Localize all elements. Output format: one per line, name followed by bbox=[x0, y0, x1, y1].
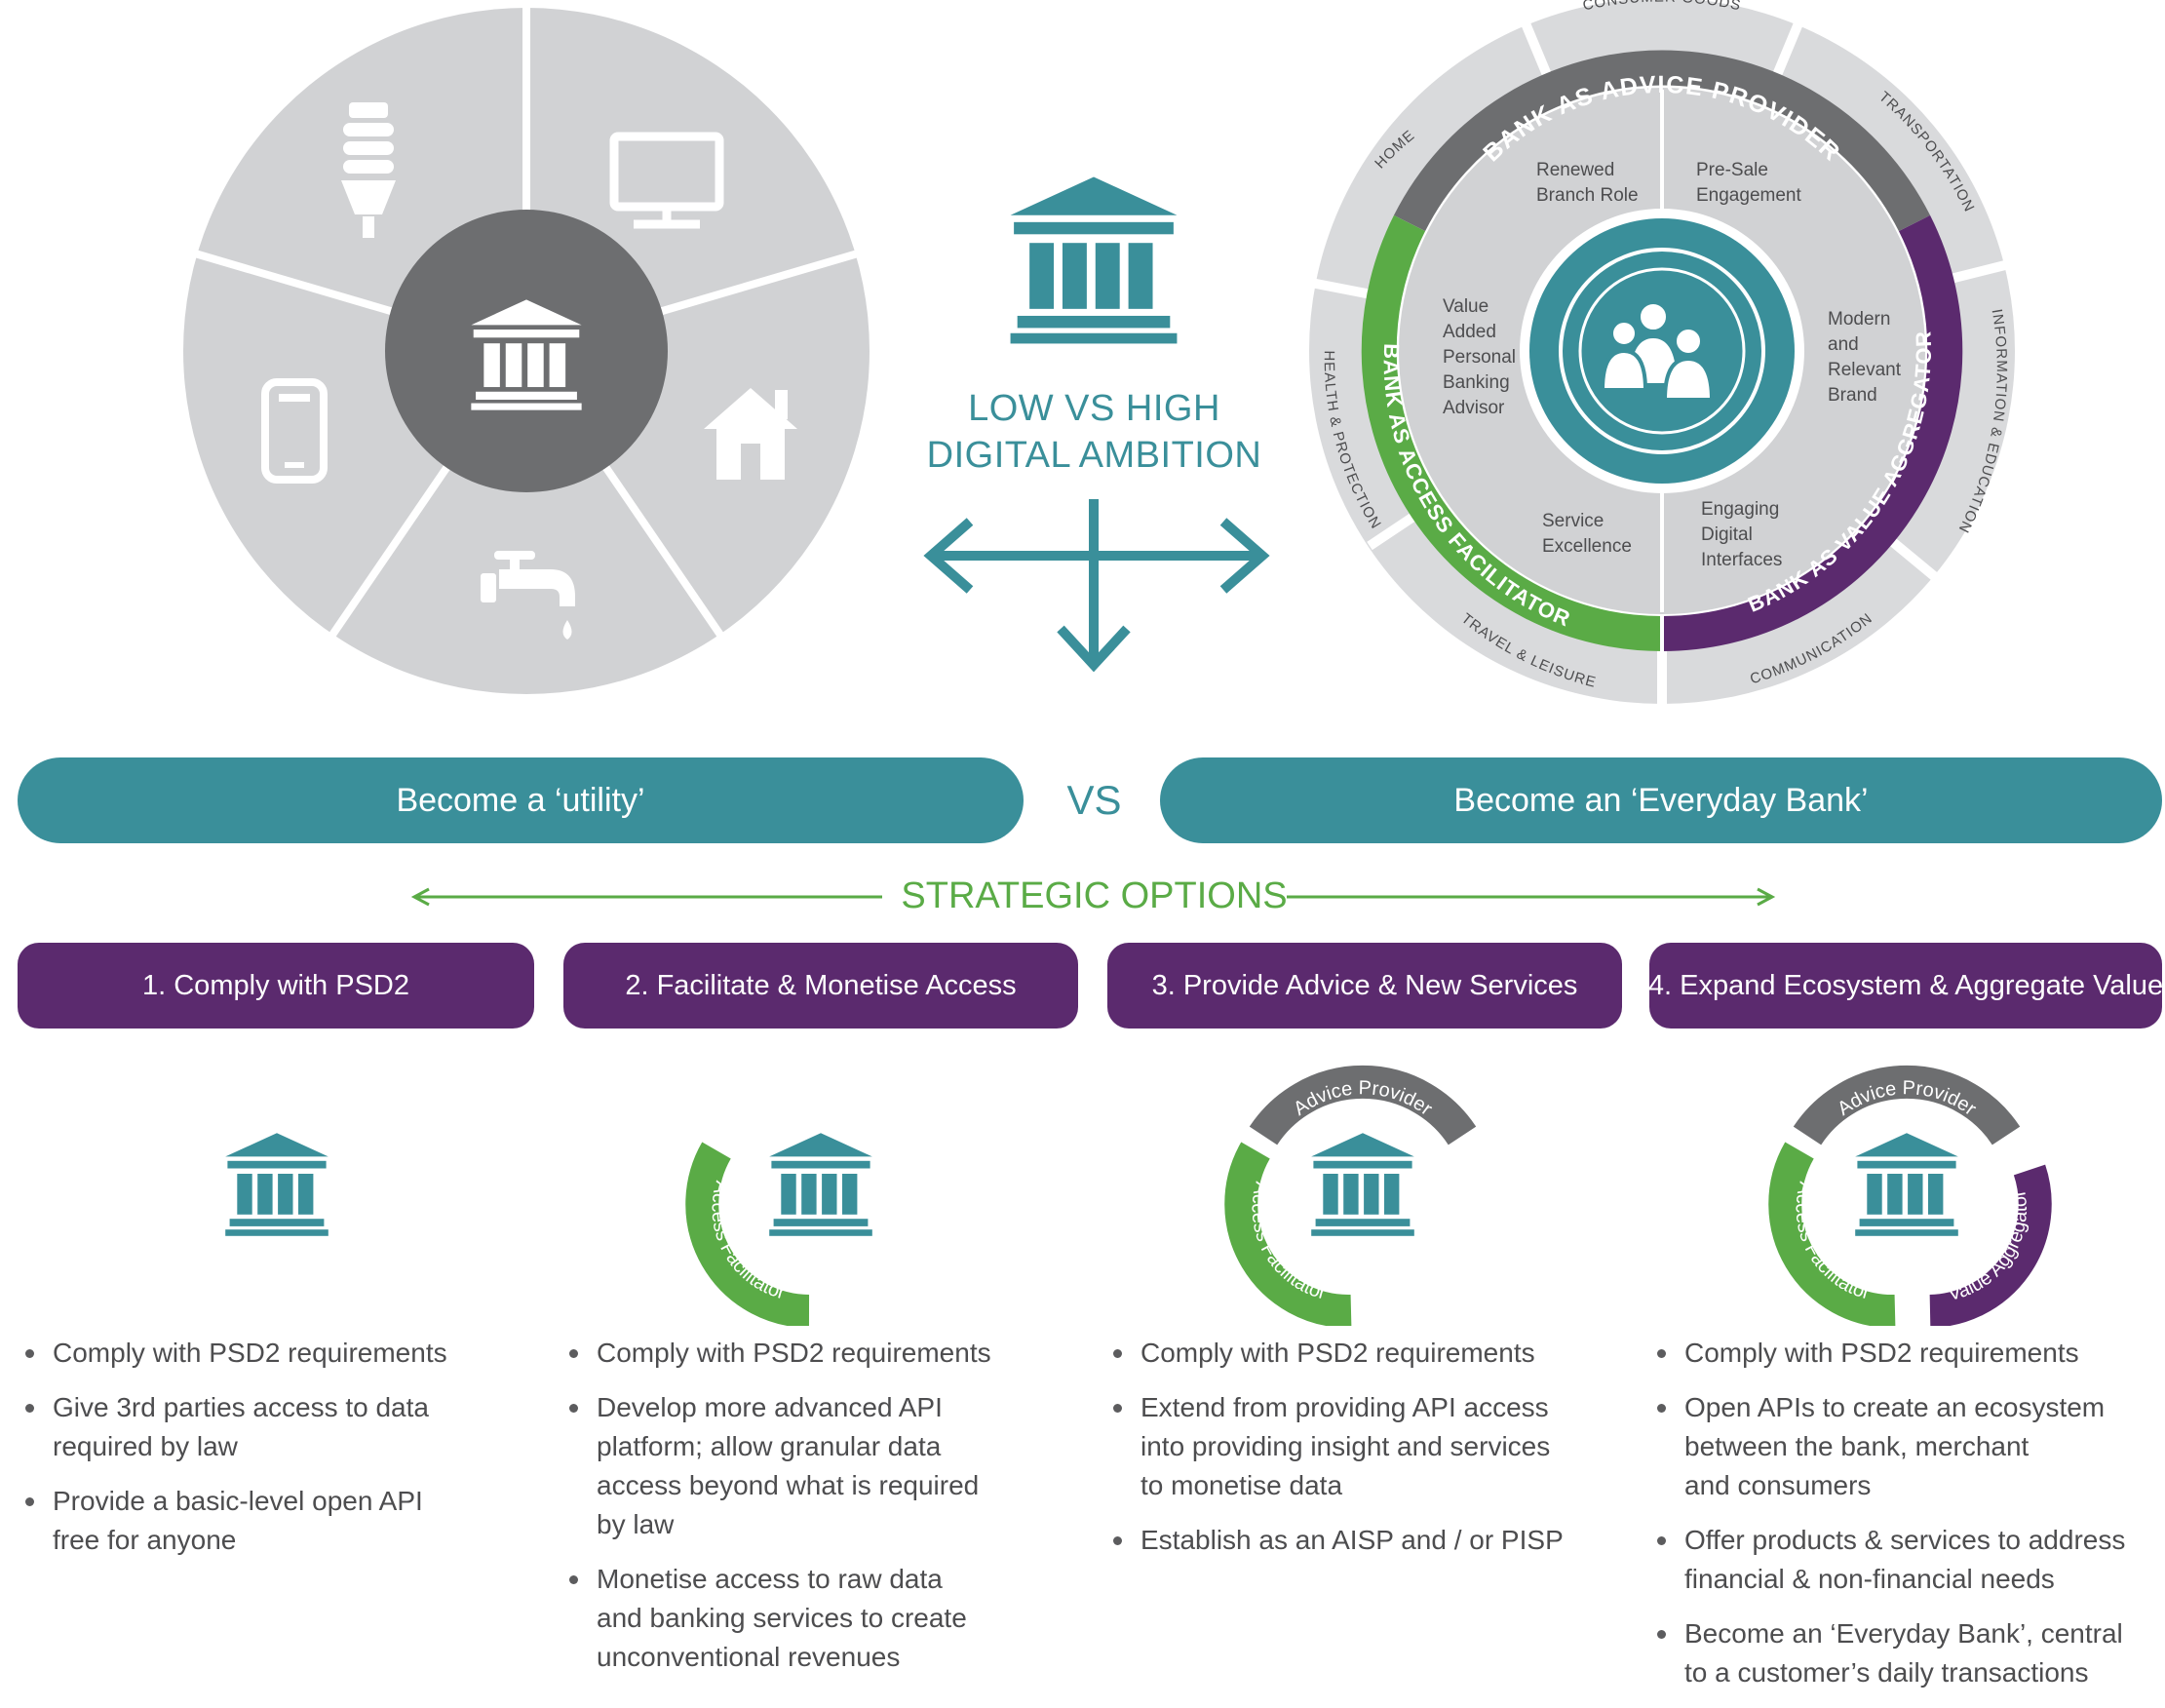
bullet-item: Comply with PSD2 requirements bbox=[1649, 1334, 2161, 1373]
option-3-header: 3. Provide Advice & New Services bbox=[1107, 943, 1622, 1029]
faucet-icon bbox=[481, 551, 575, 640]
lightbulb-icon bbox=[341, 102, 396, 238]
option-4-header: 4. Expand Ecosystem & Aggregate Value bbox=[1648, 943, 2163, 1029]
bank-icon bbox=[225, 1133, 329, 1236]
bank-icon bbox=[769, 1133, 872, 1236]
value-aggregator-ring bbox=[1929, 1164, 2052, 1326]
advice-provider-ring bbox=[1793, 1066, 2021, 1145]
option-4-bullets: Comply with PSD2 requirements Open APIs … bbox=[1649, 1334, 2161, 1708]
option-3-bullets: Comply with PSD2 requirements Extend fro… bbox=[1105, 1334, 1622, 1575]
bullet-item: Comply with PSD2 requirements bbox=[1105, 1334, 1622, 1373]
option-1-header: 1. Comply with PSD2 bbox=[18, 943, 534, 1029]
strategic-options-arrow bbox=[410, 887, 1776, 907]
everyday-bank-pill: Become an ‘Everyday Bank’ bbox=[1160, 757, 2162, 843]
three-way-arrow-icon bbox=[923, 499, 1270, 673]
option-icons: Access Facilitator Advice Provider Acces… bbox=[225, 1066, 2052, 1326]
people-icon bbox=[1600, 300, 1715, 402]
monitor-icon bbox=[609, 132, 724, 229]
title-line-1: LOW VS HIGH bbox=[968, 388, 1220, 429]
smartphone-icon bbox=[261, 378, 328, 484]
vs-label: VS bbox=[1066, 777, 1122, 823]
option-2-bullets: Comply with PSD2 requirements Develop mo… bbox=[561, 1334, 1068, 1692]
option-2-header: 2. Facilitate & Monetise Access bbox=[563, 943, 1078, 1029]
bullet-item: Establish as an AISP and / or PISP bbox=[1105, 1521, 1622, 1560]
house-icon bbox=[704, 388, 797, 480]
option-1-bullets: Comply with PSD2 requirements Give 3rd p… bbox=[18, 1334, 524, 1575]
bullet-item: Comply with PSD2 requirements bbox=[18, 1334, 524, 1373]
bullet-item: Comply with PSD2 requirements bbox=[561, 1334, 1068, 1373]
access-facilitator-ring bbox=[1224, 1142, 1352, 1326]
strategic-options-label: STRATEGIC OPTIONS bbox=[901, 875, 1288, 916]
everyday-bank-wheel: BANK AS ADVICE PROVIDER BANK AS ACCESS F… bbox=[1309, 0, 2015, 712]
access-facilitator-ring bbox=[1768, 1142, 1896, 1326]
top-diagram: BANK AS ADVICE PROVIDER BANK AS ACCESS F… bbox=[183, 0, 2015, 712]
utility-wheel bbox=[183, 0, 870, 694]
bank-icon bbox=[1010, 176, 1178, 344]
utility-pill: Become a ‘utility’ bbox=[18, 757, 1024, 843]
bank-icon bbox=[1311, 1133, 1414, 1236]
digital-ambition-title: LOW VS HIGH DIGITAL AMBITION bbox=[907, 385, 1282, 479]
access-facilitator-ring bbox=[685, 1142, 810, 1326]
title-line-2: DIGITAL AMBITION bbox=[926, 435, 1262, 476]
bank-icon bbox=[1855, 1133, 1958, 1236]
advice-provider-ring bbox=[1249, 1066, 1477, 1145]
